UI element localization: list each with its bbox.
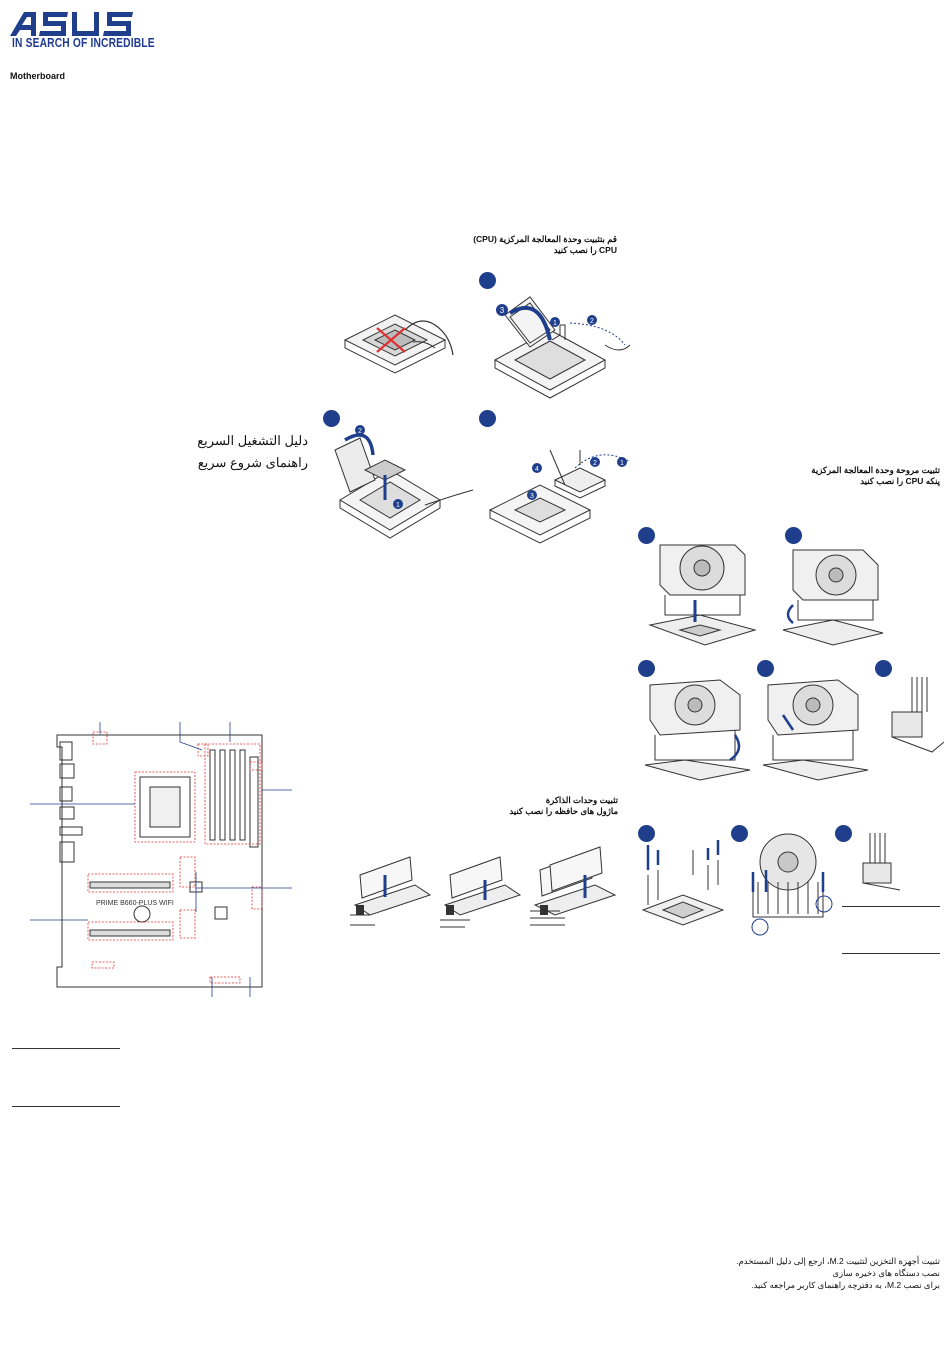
svg-text:1: 1 — [620, 460, 624, 467]
fan-section-heading: تثبيت مروحة وحدة المعالجة المركزية پنکه … — [740, 465, 940, 487]
memory-heading-ar: تثبيت وحدات الذاكرة — [545, 795, 618, 805]
memory-install-3 — [530, 846, 617, 926]
svg-text:3: 3 — [530, 493, 534, 500]
fan-mount-illustration — [751, 833, 833, 936]
cpu-close-lever-illustration: 4 2 1 3 — [488, 449, 631, 544]
fan-latch-illustration — [782, 549, 884, 646]
fan-clip-illustration — [762, 679, 869, 781]
svg-text:4: 4 — [535, 466, 539, 473]
step-marker — [757, 660, 774, 677]
step-marker — [638, 825, 655, 842]
divider — [842, 906, 940, 907]
callout-3: 3 — [500, 306, 505, 315]
divider — [12, 1106, 120, 1107]
step-marker — [323, 410, 340, 427]
svg-text:2: 2 — [358, 428, 362, 435]
step-marker — [479, 272, 496, 289]
fan-screw-illustration — [641, 840, 725, 926]
callout-1: 1 — [553, 320, 557, 327]
memory-section-heading: تثبيت وحدات الذاكرة ماژول های حافظه را ن… — [418, 795, 618, 817]
board-model-label: PRIME B660-PLUS WIFI — [96, 900, 174, 907]
cover-title: دليل التشغيل السريع راهنمای شروع سریع — [188, 430, 308, 474]
cpu-heading-fa: CPU را نصب کنید — [553, 245, 617, 255]
m2-section: تثبيت أجهزة التخزين لتثبيت M.2، ارجع إلى… — [620, 1255, 940, 1291]
brand-tagline: IN SEARCH OF INCREDIBLE — [12, 36, 155, 50]
fan-cable-illustration — [891, 677, 944, 753]
m2-line-2: نصب دستگاه های ذخیره سازی — [832, 1268, 940, 1278]
step-marker — [835, 825, 852, 842]
svg-text:1: 1 — [396, 502, 400, 509]
cover-title-ar: دليل التشغيل السريع — [197, 433, 308, 448]
asus-logo — [10, 12, 133, 36]
step-marker — [875, 660, 892, 677]
step-marker — [785, 527, 802, 544]
step-marker — [479, 410, 496, 427]
cpu-no-touch-illustration — [343, 314, 454, 374]
m2-line-3: برای نصب M.2، به دفترچه راهنمای کاربر مر… — [751, 1280, 940, 1290]
cpu-socket-open-illustration: 3 1 2 — [493, 296, 631, 399]
cpu-insert-illustration: 2 1 — [334, 425, 474, 539]
divider — [842, 953, 940, 954]
fan-header-illustration — [862, 833, 901, 891]
svg-text:2: 2 — [593, 460, 597, 467]
step-marker — [638, 527, 655, 544]
step-marker — [638, 660, 655, 677]
cpu-section-heading: قم بتثبيت وحدة المعالجة المركزية (CPU) C… — [417, 234, 617, 256]
fan-lock-illustration — [644, 679, 751, 781]
cover-title-fa: راهنمای شروع سریع — [197, 455, 308, 470]
step-marker — [731, 825, 748, 842]
product-label: Motherboard — [10, 71, 65, 81]
memory-install-1 — [350, 856, 432, 926]
memory-heading-fa: ماژول های حافظه را نصب کنید — [509, 806, 618, 816]
memory-install-2 — [440, 856, 522, 928]
cpu-heading-ar: قم بتثبيت وحدة المعالجة المركزية (CPU) — [473, 234, 617, 244]
fan-place-illustration — [648, 544, 757, 646]
callout-2: 2 — [590, 318, 594, 325]
divider — [12, 1048, 120, 1049]
motherboard-layout-diagram: PRIME B660-PLUS WIFI — [30, 722, 292, 997]
fan-heading-fa: پنکه CPU را نصب کنید — [860, 476, 940, 486]
fan-heading-ar: تثبيت مروحة وحدة المعالجة المركزية — [811, 465, 940, 475]
m2-line-1: تثبيت أجهزة التخزين لتثبيت M.2، ارجع إلى… — [736, 1256, 940, 1266]
